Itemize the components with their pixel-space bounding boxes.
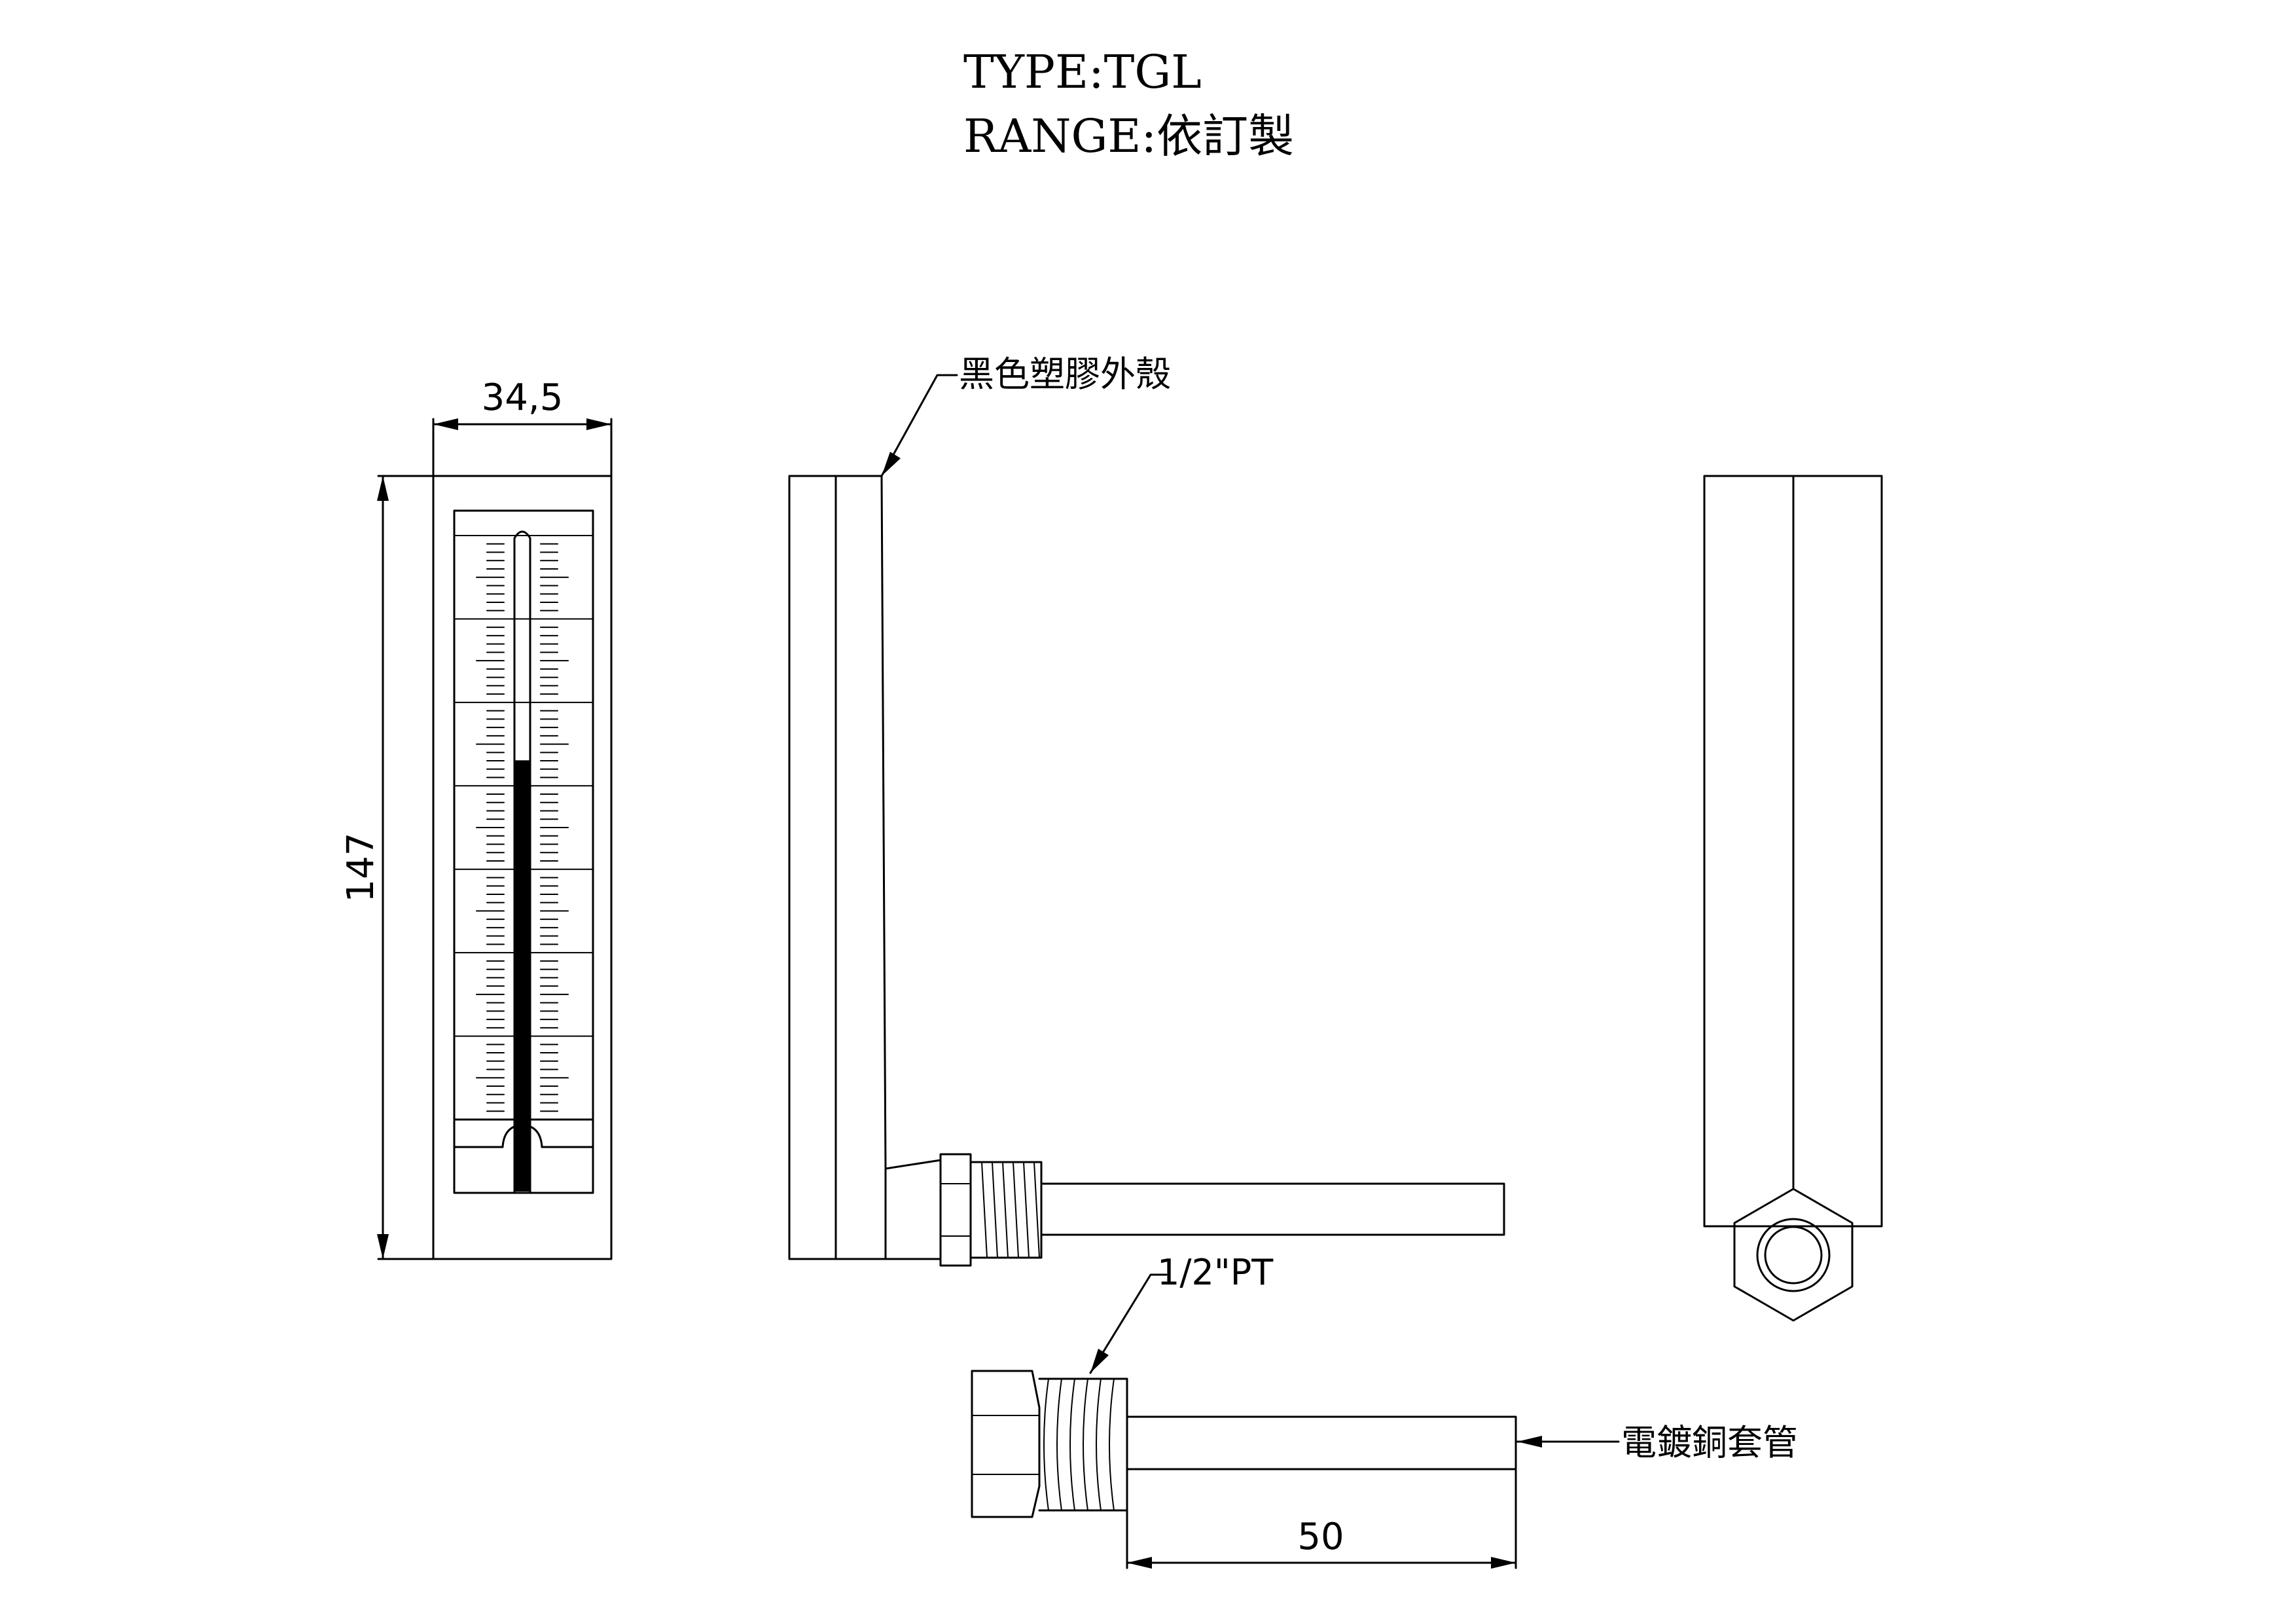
housing-callout-label: 黑色塑膠外殼 — [959, 354, 1171, 395]
front-scale-window — [453, 509, 594, 1194]
side-thread-line — [1023, 1161, 1030, 1258]
length-arrow-right — [1491, 1557, 1516, 1569]
front-view: 34,5 147 — [340, 376, 613, 1260]
height-dimension-label: 147 — [340, 833, 382, 903]
scale-ticks — [476, 543, 569, 1112]
detail-thread-line — [1096, 1378, 1102, 1511]
rear-bore-outer — [1756, 1218, 1831, 1292]
side-thread-line — [1013, 1161, 1019, 1258]
rear-view — [1703, 475, 1883, 1322]
side-hex-nut — [939, 1153, 972, 1267]
detail-thread-line — [1069, 1378, 1075, 1511]
side-stem — [1040, 1182, 1505, 1236]
rear-bore-inner — [1764, 1226, 1823, 1285]
width-arrow-left — [433, 418, 458, 430]
front-housing-outline — [432, 475, 613, 1260]
range-label: RANGE:依訂製 — [963, 109, 1294, 163]
rear-hex-nut — [1733, 1188, 1854, 1322]
housing-callout-arrow — [882, 452, 901, 476]
housing-callout-leader — [880, 374, 958, 477]
detail-thread-line — [1056, 1378, 1062, 1511]
type-label: TYPE:TGL — [963, 45, 1202, 99]
side-thread-line — [1002, 1161, 1009, 1258]
detail-hex-nut — [971, 1370, 1041, 1518]
side-thread — [969, 1161, 1043, 1259]
bulb-bracket — [453, 1123, 594, 1148]
sleeve-callout-arrow — [1517, 1436, 1542, 1448]
side-shoulder — [884, 1159, 942, 1260]
side-thread-line — [1033, 1161, 1040, 1258]
length-dimension-label: 50 — [1297, 1516, 1344, 1558]
fitting-detail: 1/2"PT 電鍍銅套管 50 — [971, 1252, 1798, 1569]
sleeve-callout-label: 電鍍銅套管 — [1621, 1422, 1798, 1463]
detail-thread-line — [1083, 1378, 1088, 1511]
mercury-column — [514, 760, 530, 1192]
side-thread-line — [981, 1161, 988, 1258]
side-view: 黑色塑膠外殼 — [788, 354, 1505, 1267]
sleeve-tube — [1126, 1415, 1517, 1470]
detail-thread-line — [1109, 1378, 1115, 1511]
height-arrow-bottom — [377, 1234, 389, 1259]
thread-callout-leader — [1089, 1273, 1168, 1374]
length-arrow-left — [1127, 1557, 1152, 1569]
width-arrow-right — [586, 418, 611, 430]
thread-callout-arrow — [1090, 1349, 1109, 1373]
detail-thread — [1038, 1377, 1128, 1512]
title-block: TYPE:TGL RANGE:依訂製 — [963, 45, 1294, 163]
side-thread-line — [992, 1161, 998, 1258]
height-arrow-top — [377, 476, 389, 501]
side-housing-outline — [788, 475, 887, 1260]
thread-callout-label: 1/2"PT — [1157, 1252, 1274, 1293]
width-dimension-label: 34,5 — [482, 376, 564, 419]
detail-thread-line — [1043, 1378, 1049, 1511]
